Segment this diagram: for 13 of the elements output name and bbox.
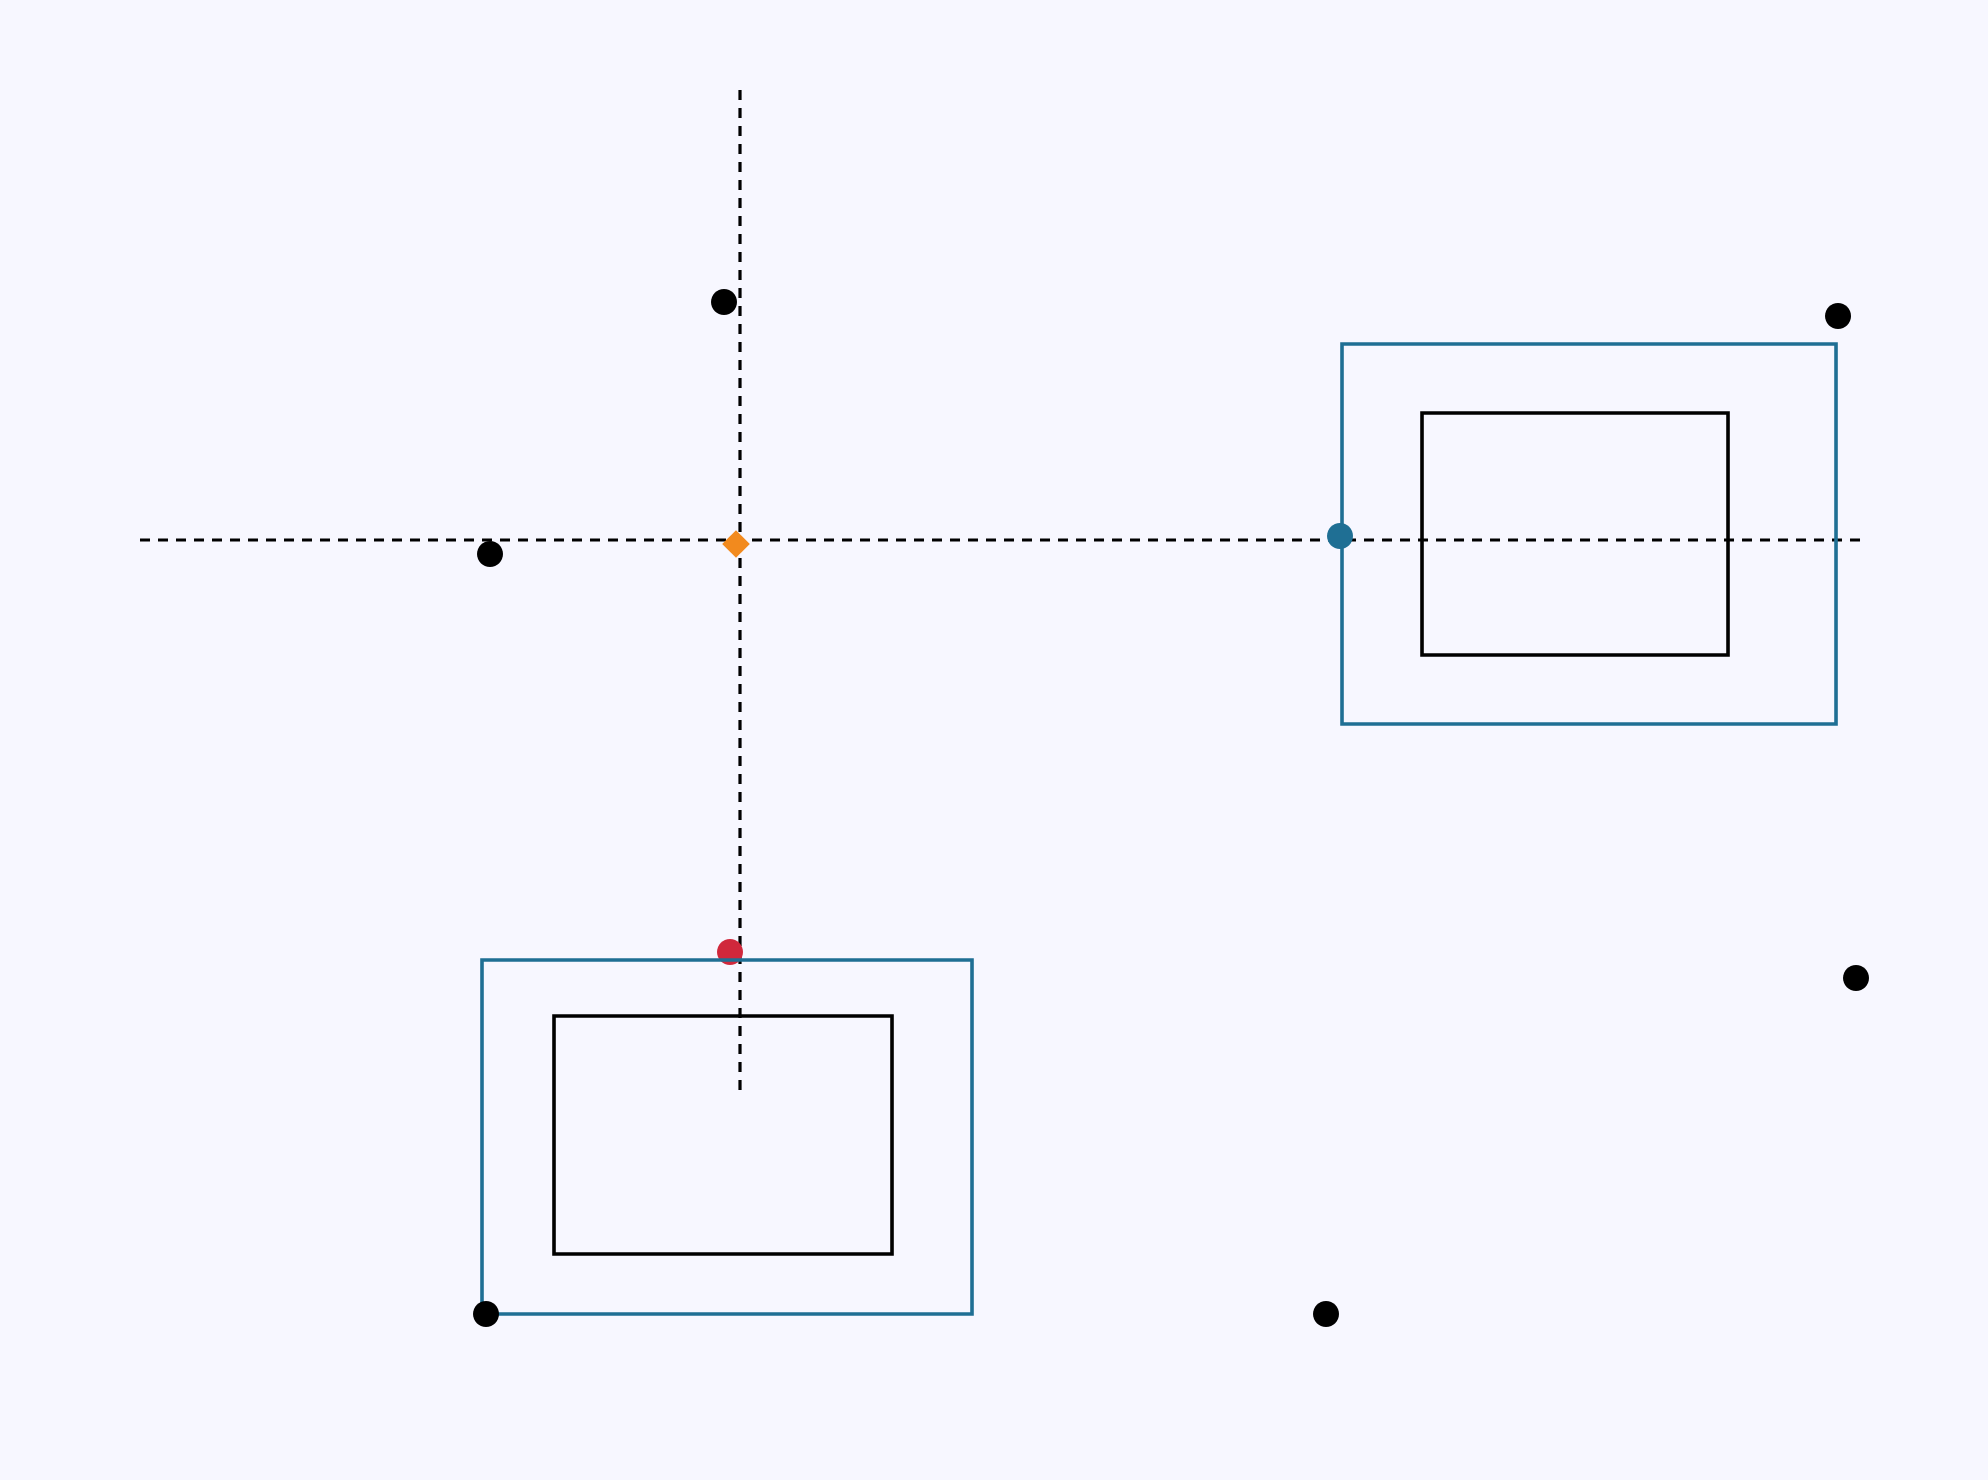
dot — [1313, 1301, 1339, 1327]
frame-box — [552, 1014, 894, 1256]
dot — [473, 1301, 499, 1327]
dot — [711, 289, 737, 315]
frame-box — [1340, 342, 1838, 726]
dot — [1825, 303, 1851, 329]
dot — [717, 939, 743, 965]
dot — [477, 541, 503, 567]
dot — [1843, 965, 1869, 991]
frame-box — [480, 958, 974, 1316]
diamond-marker — [722, 530, 750, 558]
frame-box — [1420, 411, 1730, 657]
dot — [1327, 523, 1353, 549]
